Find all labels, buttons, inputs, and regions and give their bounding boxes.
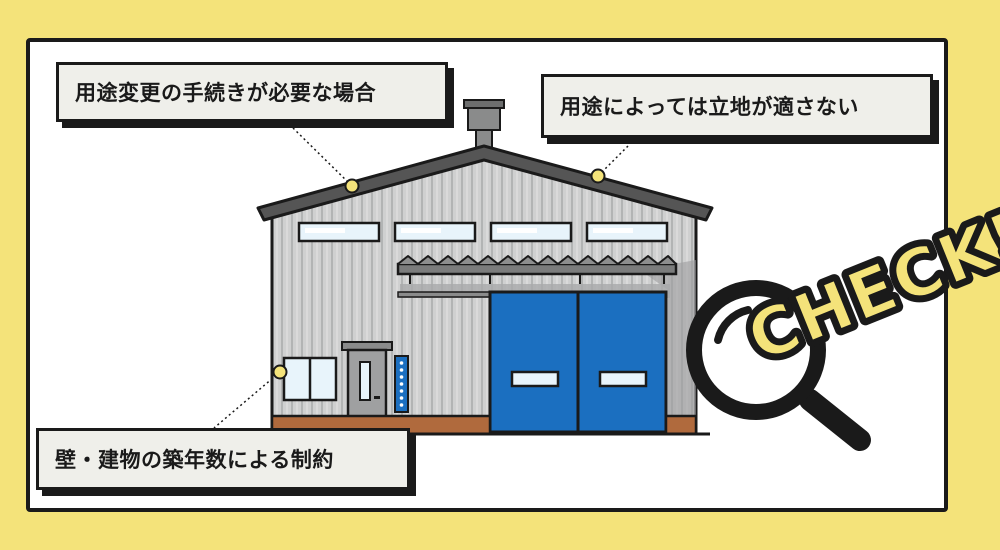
- upper-windows: [297, 221, 669, 243]
- label-restriction-text: 壁・建物の築年数による制約: [55, 448, 334, 472]
- roof: [256, 144, 714, 222]
- marker-dots: [272, 168, 606, 380]
- signboard: [394, 355, 409, 413]
- label-conversion-text: 用途変更の手続きが必要な場合: [75, 81, 376, 105]
- marker-dot-roof-right: [590, 168, 606, 184]
- label-conversion-procedure: 用途変更の手続きが必要な場合: [56, 62, 448, 122]
- warehouse-illustration: [256, 99, 714, 436]
- label-location-text: 用途によっては立地が適さない: [560, 95, 859, 119]
- label-location-unsuitable: 用途によっては立地が適さない: [541, 74, 933, 138]
- sliding-door: [488, 290, 668, 434]
- marker-dot-wall: [272, 364, 288, 380]
- marker-dot-roof-left: [344, 178, 360, 194]
- label-building-age-restriction: 壁・建物の築年数による制約: [36, 428, 410, 490]
- magnifying-glass-icon: [686, 280, 871, 451]
- canopy: [396, 255, 678, 284]
- side-window: [282, 356, 338, 402]
- roof-vent: [463, 99, 505, 149]
